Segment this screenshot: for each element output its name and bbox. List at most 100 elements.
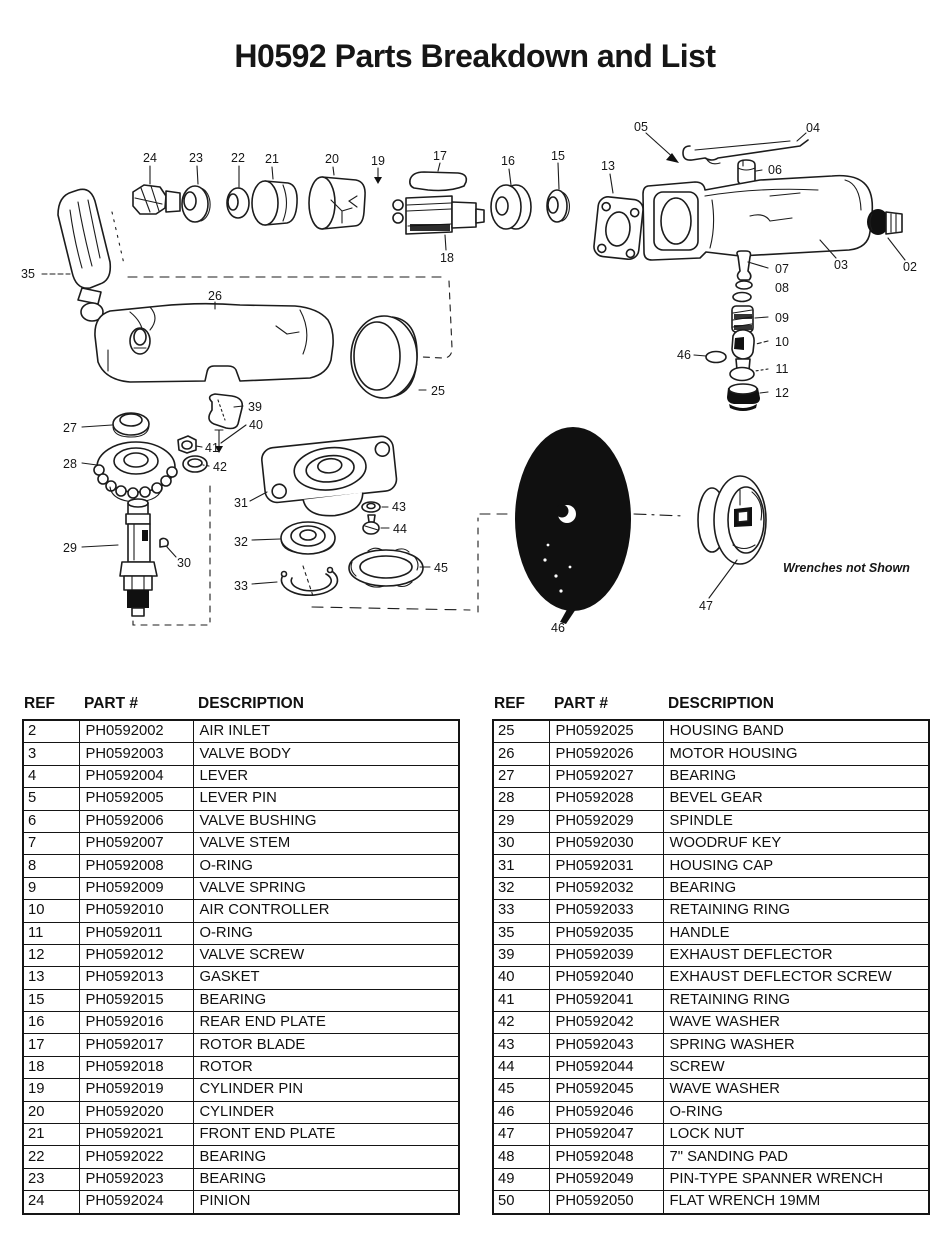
table-cell: 49 [492, 1167, 550, 1192]
rotor-18-part [392, 195, 485, 235]
table-cell: VALVE SPRING [192, 876, 460, 901]
table-cell: FLAT WRENCH 19MM [662, 1190, 930, 1215]
table-cell: 45 [492, 1078, 550, 1102]
column-header-description: DESCRIPTION [198, 695, 304, 712]
table-cell: 42 [492, 1011, 550, 1035]
table-cell: 44 [492, 1055, 550, 1080]
table-cell: PH0592010 [78, 899, 194, 923]
table-cell: HANDLE [662, 921, 930, 945]
table-cell: EXHAUST DEFLECTOR SCREW [662, 966, 930, 990]
callout-35: 35 [21, 267, 35, 281]
table-cell: ROTOR [192, 1055, 460, 1080]
table-cell: PINION [192, 1190, 460, 1215]
callout-25: 25 [431, 384, 445, 398]
table-cell: 5 [22, 787, 80, 811]
table-cell: 21 [22, 1123, 80, 1147]
callout-16: 16 [501, 154, 515, 168]
table-cell: AIR INLET [192, 719, 460, 744]
table-cell: PH0592032 [548, 876, 664, 901]
rotor-blade-17-part [409, 171, 468, 192]
table-cell: PH0592033 [548, 899, 664, 923]
table-cell: SPRING WASHER [662, 1033, 930, 1057]
callout-24: 24 [143, 151, 157, 165]
callout-22: 22 [231, 151, 245, 165]
table-cell: PH0592008 [78, 854, 194, 878]
callout-04: 04 [806, 121, 820, 135]
table-cell: 12 [22, 943, 80, 968]
table-cell: PH0592020 [78, 1100, 194, 1125]
table-cell: SCREW [662, 1055, 930, 1080]
table-cell: PH0592040 [548, 966, 664, 990]
table-cell: RETAINING RING [662, 988, 930, 1013]
callout-17: 17 [433, 149, 447, 163]
callout-33: 33 [234, 579, 248, 593]
table-cell: LOCK NUT [662, 1123, 930, 1147]
table-cell: ROTOR BLADE [192, 1033, 460, 1057]
table-cell: PIN-TYPE SPANNER WRENCH [662, 1167, 930, 1192]
table-cell: PH0592027 [548, 764, 664, 789]
table-cell: 15 [22, 988, 80, 1013]
table-cell: PH0592031 [548, 854, 664, 878]
column-header-description: DESCRIPTION [668, 695, 774, 712]
table-cell: 23 [22, 1167, 80, 1192]
callout-26: 26 [208, 289, 222, 303]
callout-23: 23 [189, 151, 203, 165]
callout-47: 47 [699, 599, 713, 613]
woodruf-key-30-part [159, 537, 169, 548]
table-cell: 39 [492, 943, 550, 968]
wave-washer-42-part [182, 455, 208, 473]
lock-nut-47-part [697, 475, 767, 565]
table-cell: 16 [22, 1011, 80, 1035]
table-cell: WOODRUF KEY [662, 831, 930, 856]
callout-13: 13 [601, 159, 615, 173]
exhaust-deflector-screw-40-part [214, 429, 224, 453]
callout-02: 02 [903, 260, 917, 274]
spring-washer-43-part [361, 501, 381, 513]
table-cell: 13 [22, 966, 80, 990]
table-cell: VALVE BODY [192, 742, 460, 766]
callout-30: 30 [177, 556, 191, 570]
motor-housing-26-part [94, 302, 334, 383]
callout-40: 40 [249, 418, 263, 432]
table-cell: 2 [22, 719, 80, 744]
table-cell: 19 [22, 1078, 80, 1102]
air-controller-10-part [731, 329, 755, 371]
callout-20: 20 [325, 152, 339, 166]
column-header-ref: REF [24, 695, 55, 712]
callout-09: 09 [775, 311, 789, 325]
table-cell: PH0592025 [548, 719, 664, 744]
table-cell: PH0592043 [548, 1033, 664, 1057]
sanding-pad-part [515, 427, 631, 624]
wrenches-note: Wrenches not Shown [783, 561, 910, 575]
table-cell: BEARING [662, 876, 930, 901]
table-cell: 25 [492, 719, 550, 744]
table-cell: 7 [22, 831, 80, 856]
table-cell: PH0592022 [78, 1145, 194, 1169]
bearing-32-part [280, 521, 336, 555]
callout-19: 19 [371, 154, 385, 168]
table-cell: PH0592023 [78, 1167, 194, 1192]
table-cell: VALVE BUSHING [192, 809, 460, 833]
table-cell: 47 [492, 1123, 550, 1147]
